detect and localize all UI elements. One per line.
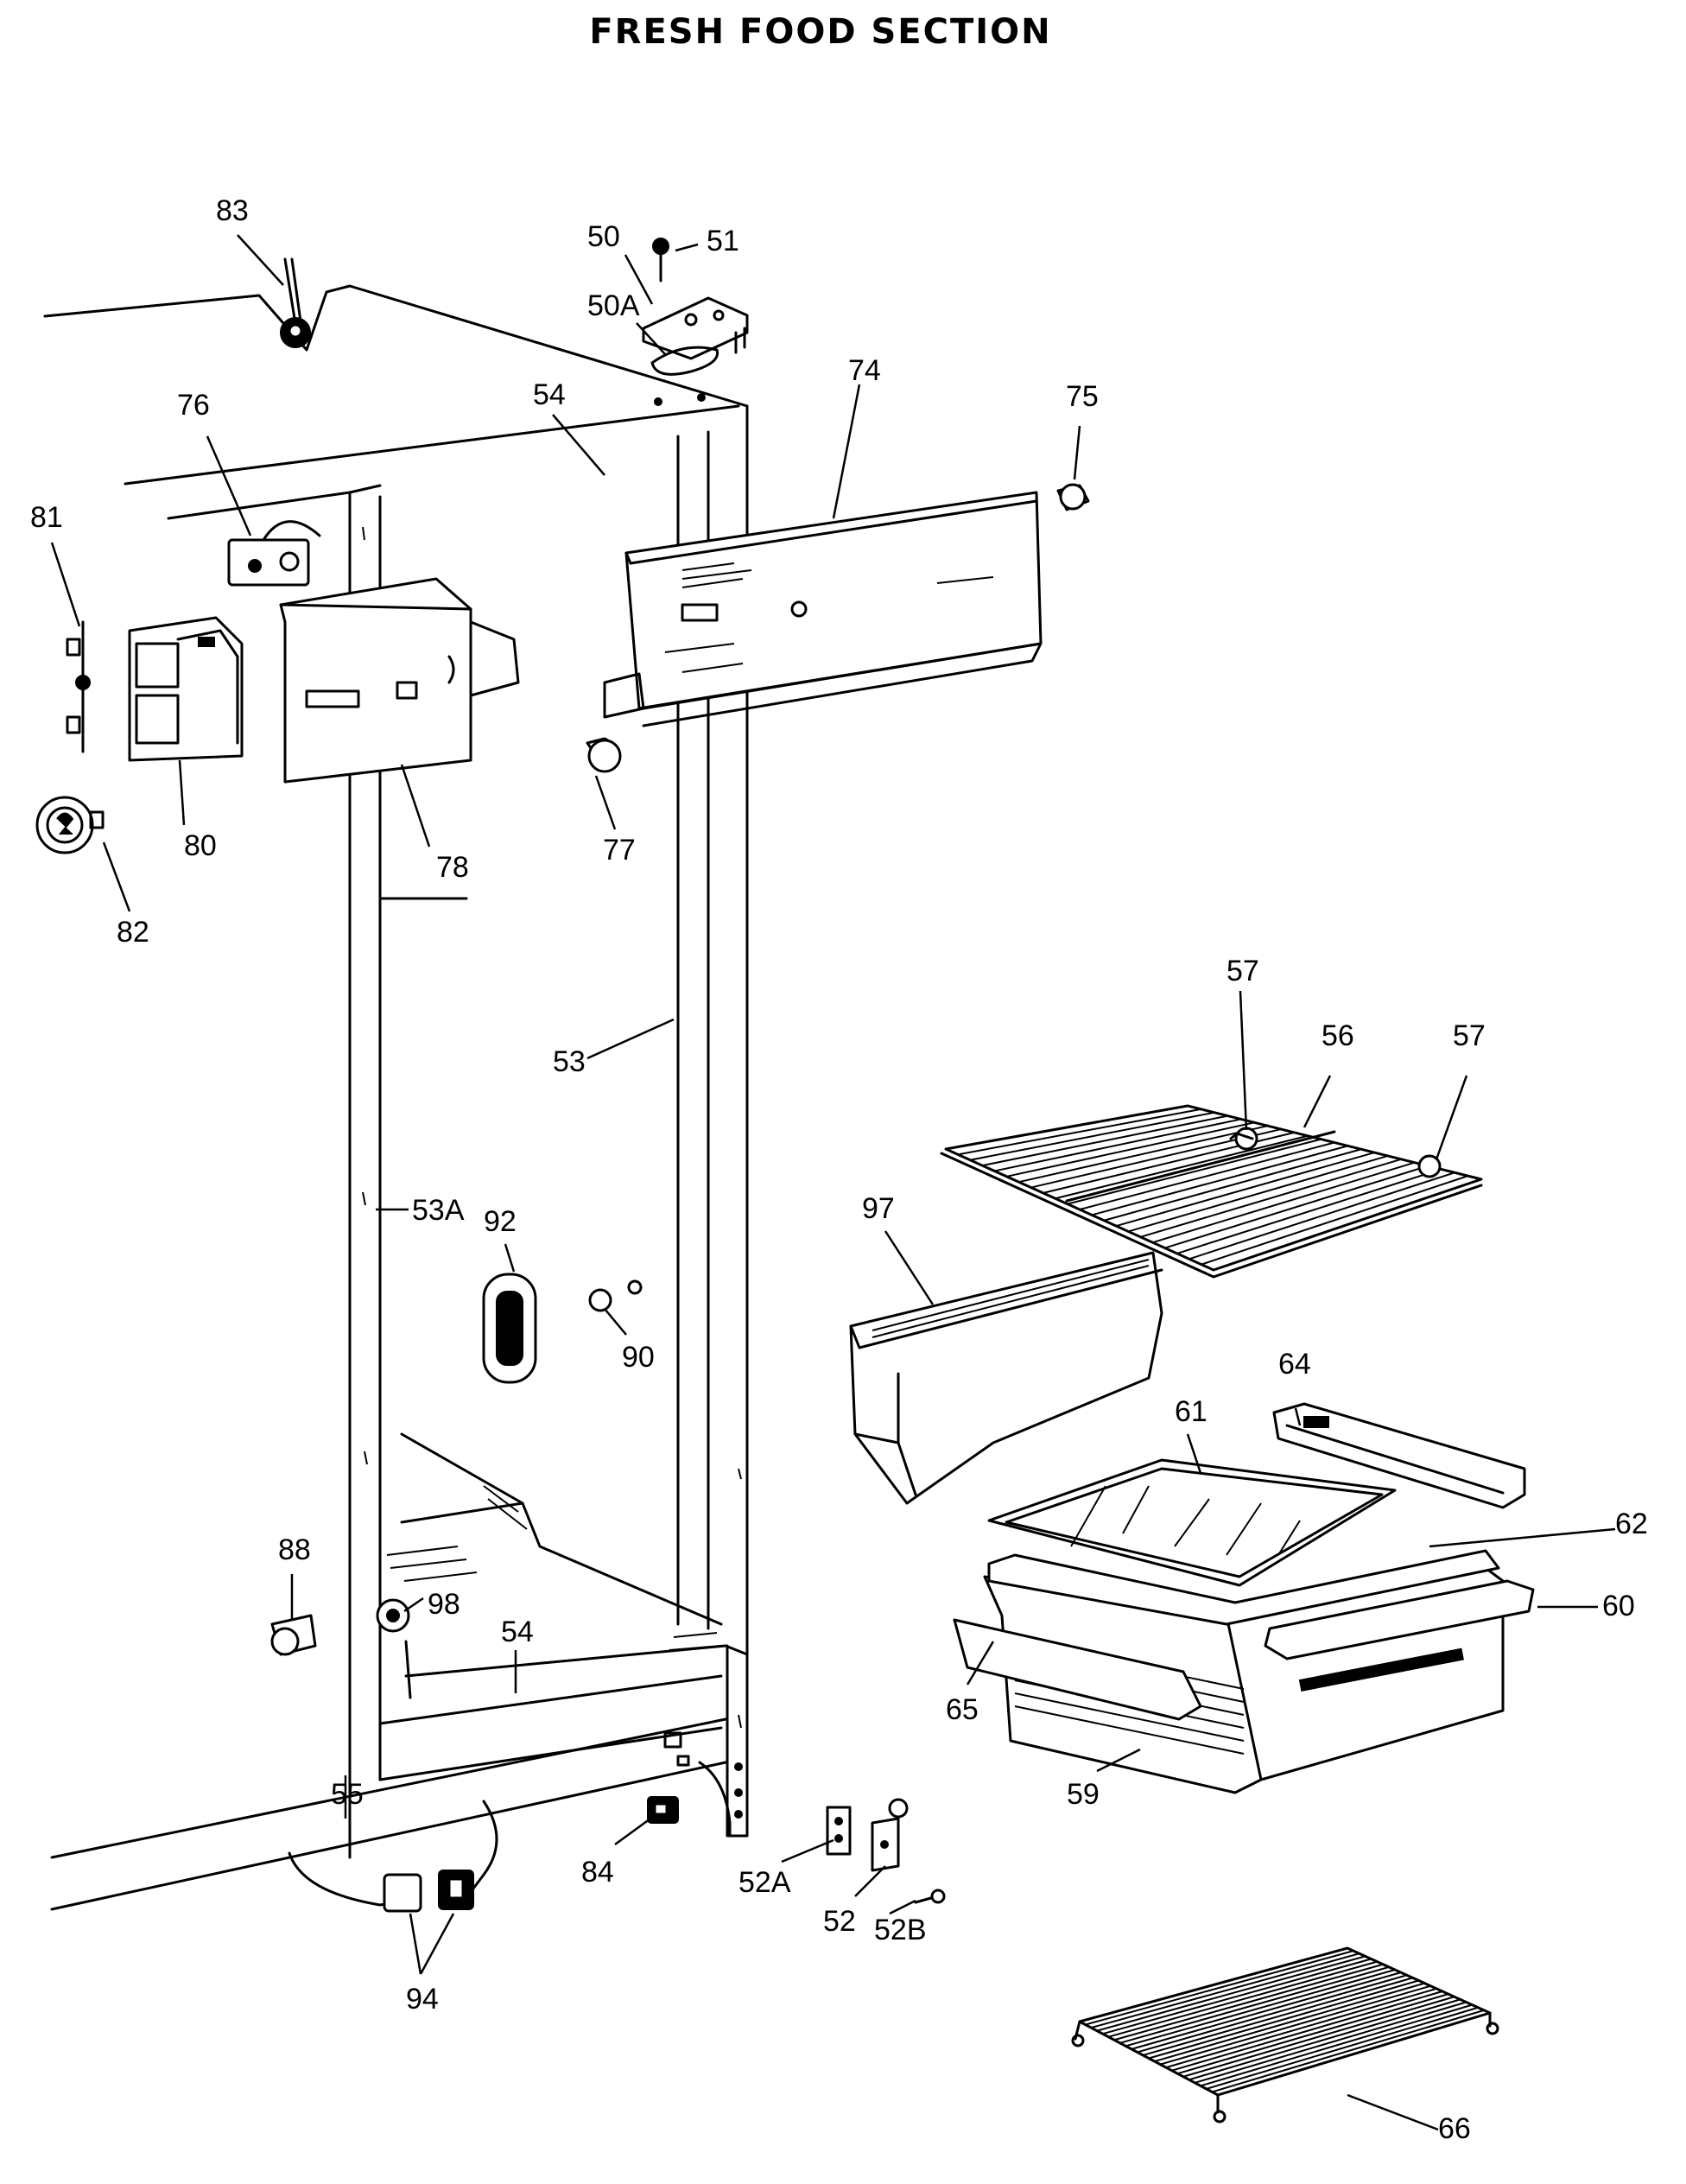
callout-77: 77	[603, 834, 636, 867]
callout-54b: 54	[501, 1616, 534, 1648]
shelf-wire-rod	[1195, 2001, 1467, 2084]
callout-57b: 57	[1453, 1019, 1486, 1052]
shelf-wire-rod	[1201, 1175, 1468, 1266]
callout-56: 56	[1322, 1019, 1354, 1052]
callout-84: 84	[581, 1856, 614, 1889]
shelf-wire-rod	[1055, 1134, 1309, 1200]
callout-62: 62	[1615, 1508, 1648, 1540]
wire-shelf-66	[1071, 1946, 1499, 2124]
shelf-wire-rod	[1103, 1148, 1362, 1222]
shelf-wire-rod	[1125, 1969, 1396, 2048]
callout-76: 76	[177, 389, 210, 422]
shelf-wire-rod	[1171, 1990, 1443, 2072]
shelf-wire-rod	[1115, 1152, 1375, 1228]
shelf-wire-rod	[1154, 1982, 1425, 2063]
callout-59: 59	[1067, 1778, 1100, 1811]
callout-60: 60	[1602, 1590, 1635, 1622]
shelf-wire-rod	[994, 1118, 1242, 1172]
callout-52A: 52A	[738, 1866, 791, 1899]
callout-74: 74	[848, 354, 881, 387]
callout-98: 98	[428, 1588, 460, 1621]
lower-hinge	[826, 1798, 946, 1904]
shelf-wire-rod	[1006, 1121, 1255, 1178]
top-hinge	[642, 238, 749, 376]
callout-54: 54	[533, 378, 566, 411]
shelf-wire-rod	[1177, 1993, 1449, 2075]
crisper-cover-97	[849, 1251, 1163, 1505]
shelf-wire-rod	[1113, 1963, 1384, 2041]
callout-51: 51	[707, 225, 739, 257]
callout-90: 90	[622, 1341, 655, 1374]
parts-81-82-83	[35, 257, 311, 854]
diagram-title: FRESH FOOD SECTION	[589, 12, 1052, 52]
callout-57: 57	[1226, 955, 1259, 987]
callout-82: 82	[117, 916, 149, 949]
shelf-wire-rod	[969, 1111, 1215, 1161]
control-housing	[128, 577, 520, 784]
callout-50: 50	[587, 220, 620, 253]
callout-labels: 83 50 51 50A 54 74 75 76 81 80 78 77 82 …	[30, 194, 1648, 2145]
shelf-wire-rod	[1143, 1977, 1413, 2056]
shelf-wire-rod	[1165, 1987, 1437, 2069]
small-parts	[270, 1273, 679, 1824]
callout-52: 52	[823, 1905, 856, 1938]
shelf-wire-rod	[1206, 2006, 1479, 2090]
shelf-wire-rod	[982, 1114, 1228, 1167]
shelf-wire-rod	[1188, 1998, 1461, 2081]
callout-65: 65	[946, 1693, 979, 1726]
callout-88: 88	[278, 1533, 311, 1566]
shelf-wire-rod	[957, 1108, 1201, 1156]
shelf-wire-rod	[1140, 1158, 1402, 1238]
callout-64: 64	[1278, 1348, 1311, 1381]
part-76-thermostat	[227, 520, 321, 587]
shelf-wire-rod	[1212, 2009, 1485, 2093]
shelf-wire-rod	[1102, 1958, 1372, 2035]
callout-80: 80	[184, 829, 217, 862]
shelf-wire-rod	[1018, 1125, 1268, 1184]
shelf-wire-rod	[1182, 1996, 1455, 2078]
shelf-wire-rod	[1119, 1965, 1390, 2044]
callout-61: 61	[1175, 1395, 1207, 1428]
shelf-wire-rod	[1176, 1168, 1442, 1254]
shelf-wire-rod	[1085, 1950, 1354, 2026]
callout-52B: 52B	[874, 1914, 927, 1946]
callout-53: 53	[553, 1045, 586, 1078]
shelf-wire-rod	[1164, 1165, 1429, 1249]
wire-harness	[288, 1800, 498, 1913]
control-panel	[586, 483, 1090, 773]
callout-81: 81	[30, 501, 63, 534]
shelf-wire-rod	[1200, 2003, 1473, 2087]
drawer-rail-64	[1272, 1402, 1526, 1509]
callout-55: 55	[331, 1778, 364, 1811]
callout-92: 92	[484, 1205, 517, 1238]
crisper-drawer	[953, 1458, 1535, 1794]
shelf-wire-rod	[1152, 1161, 1416, 1244]
leader-lines	[50, 234, 1616, 2131]
shelf-wire-rod	[1091, 1952, 1360, 2029]
shelf-wire-rod	[1137, 1974, 1408, 2054]
shelf-wire-rod	[1148, 1979, 1419, 2060]
callout-66: 66	[1438, 2112, 1471, 2145]
shelf-wire-rod	[1067, 1138, 1322, 1205]
shelf-wire-rod	[1131, 1971, 1402, 2050]
callout-50A: 50A	[587, 289, 640, 322]
callout-83: 83	[216, 194, 249, 227]
cabinet-shell	[43, 284, 749, 1911]
shelf-wire-rod	[1160, 1984, 1431, 2066]
shelf-wire-rod	[1188, 1171, 1455, 1260]
shelf-wire-rod	[1128, 1154, 1389, 1233]
callout-78: 78	[436, 851, 469, 884]
callout-75: 75	[1066, 380, 1099, 413]
glass-shelf-56	[940, 1104, 1483, 1279]
shelf-wire-rod	[1079, 1141, 1335, 1210]
shelf-wire-rod	[1108, 1960, 1378, 2038]
callout-97: 97	[862, 1192, 895, 1225]
callout-94: 94	[406, 1983, 439, 2016]
callout-53A: 53A	[412, 1194, 465, 1227]
shelf-wire-rod	[1091, 1145, 1348, 1216]
shelf-wire-rod	[1096, 1955, 1366, 2032]
